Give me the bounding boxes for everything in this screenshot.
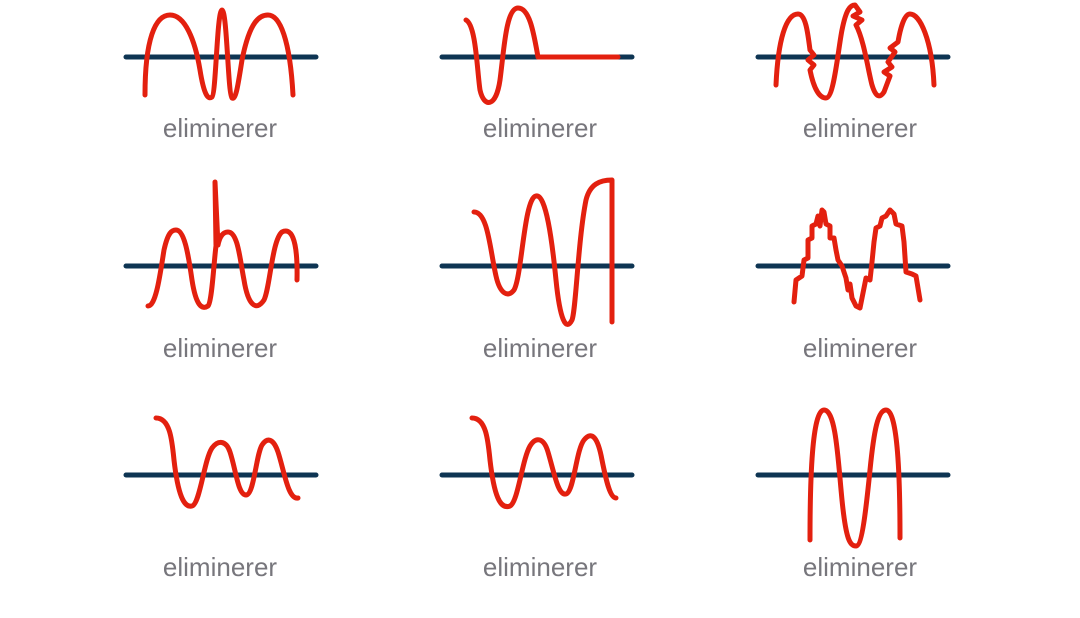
caption-label: eliminerer [802,552,918,582]
waveform-diagram-6 [755,207,951,311]
waveform-diagram-7 [123,415,319,509]
waveform [145,179,300,310]
waveform-cell-4: eliminerer [60,179,380,380]
waveform-cell-8: eliminerer [380,400,700,600]
waveform-diagram-4 [123,179,319,310]
waveform [463,5,621,105]
waveform-diagram-1 [123,7,319,101]
waveform-cell-5: eliminerer [380,177,700,380]
waveform [469,415,619,510]
waveform-cell-2: eliminerer [380,0,700,200]
waveform [791,207,923,311]
caption-label: eliminerer [162,333,278,363]
caption-label: eliminerer [162,113,278,143]
caption-label: eliminerer [802,333,918,363]
waveform-cell-1: eliminerer [60,0,380,200]
caption-label: eliminerer [482,552,598,582]
waveform-diagram-2 [439,5,635,105]
caption-label: eliminerer [482,113,598,143]
waveform [807,407,903,549]
waveform-cell-6: eliminerer [700,180,1020,380]
waveform-cell-7: eliminerer [60,400,380,600]
waveform-cell-9: eliminerer [700,400,1020,600]
waveform-diagram-3 [755,2,951,101]
caption-label: eliminerer [482,333,598,363]
waveform [471,177,615,327]
waveform-cell-3: eliminerer [700,0,1020,200]
waveform-diagram-8 [439,415,635,510]
waveform [142,7,296,101]
waveform-diagram-9 [755,407,951,549]
waveform-diagram-5 [439,177,635,327]
waveform [773,2,937,101]
caption-label: eliminerer [162,552,278,582]
waveform [153,415,301,509]
caption-label: eliminerer [802,113,918,143]
